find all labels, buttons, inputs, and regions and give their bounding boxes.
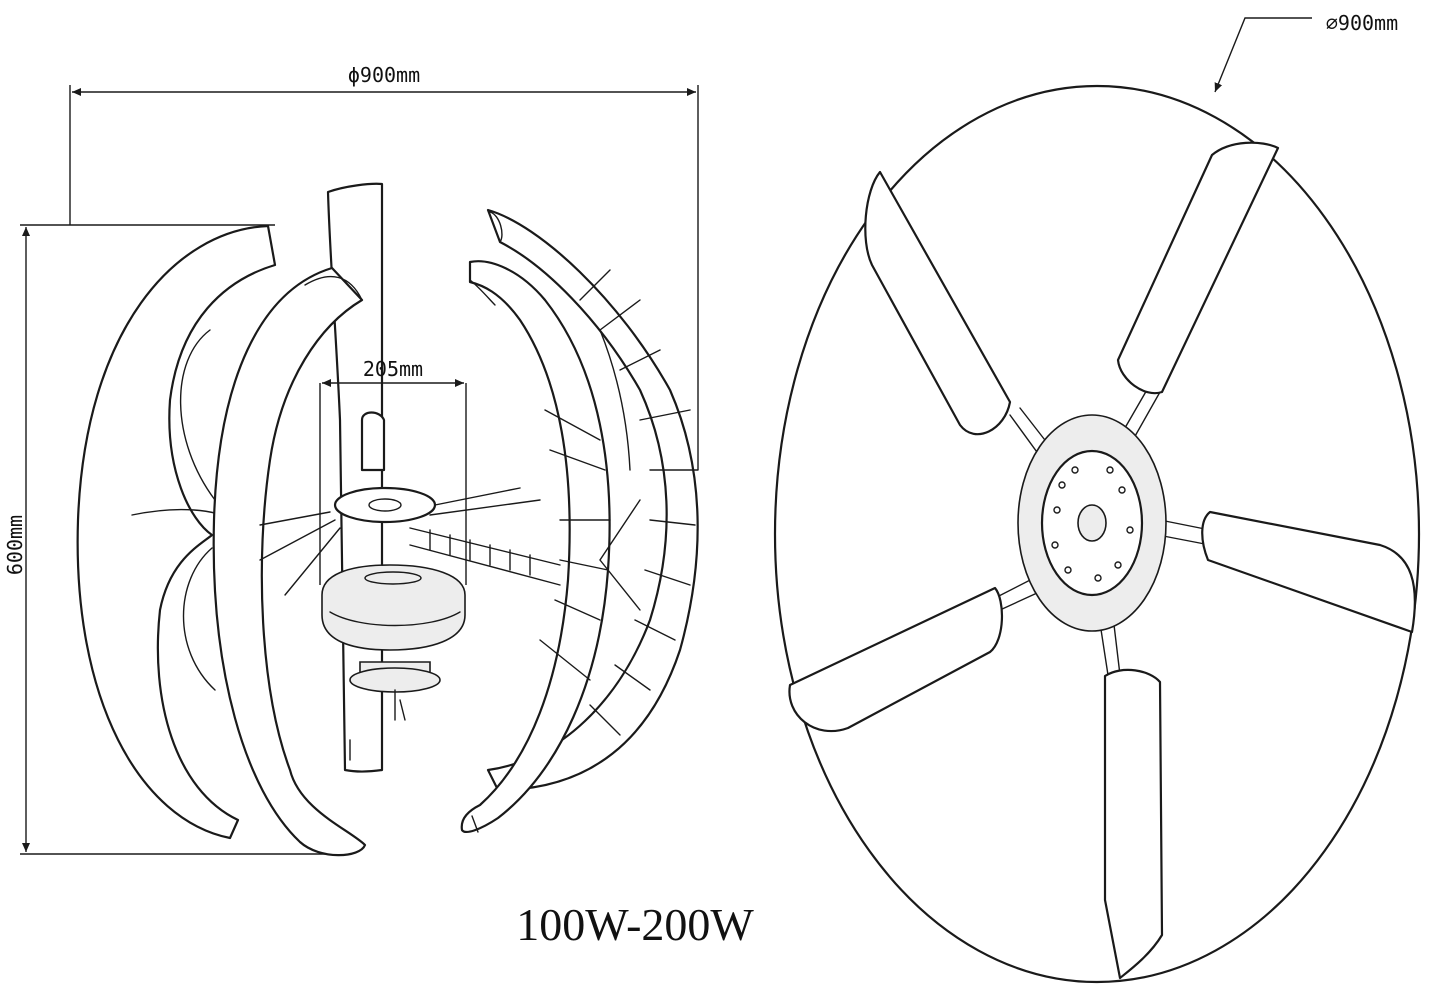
- hub-assembly: 205mm: [259, 357, 561, 721]
- top-blade-3: [1201, 510, 1416, 634]
- top-blade-5: [1103, 668, 1164, 980]
- hub-width-dimension: 205mm: [319, 357, 467, 585]
- front-right-blade: [460, 260, 611, 834]
- height-dimension: 600mm: [3, 224, 330, 855]
- diameter-label: ϕ900mm: [348, 63, 420, 87]
- top-view: ⌀900mm: [773, 11, 1421, 984]
- front-left-blade: [212, 266, 367, 857]
- truss-arm: [409, 527, 561, 586]
- front-view: ϕ900mm 600mm: [3, 63, 754, 950]
- diameter-dimension: ϕ900mm: [69, 63, 699, 470]
- power-range-label: 100W-200W: [516, 899, 754, 950]
- rear-left-blade: [76, 224, 277, 840]
- top-blade-4: [788, 586, 1004, 733]
- height-label: 600mm: [3, 515, 27, 575]
- top-diameter-label: ⌀900mm: [1326, 11, 1398, 35]
- top-blade-1: [864, 170, 1012, 436]
- rotor-circle: [773, 84, 1421, 984]
- hub-width-label: 205mm: [363, 357, 423, 381]
- top-hub: [1017, 414, 1167, 632]
- top-blade-2: [1116, 141, 1280, 395]
- top-diameter-dimension: ⌀900mm: [1214, 11, 1398, 93]
